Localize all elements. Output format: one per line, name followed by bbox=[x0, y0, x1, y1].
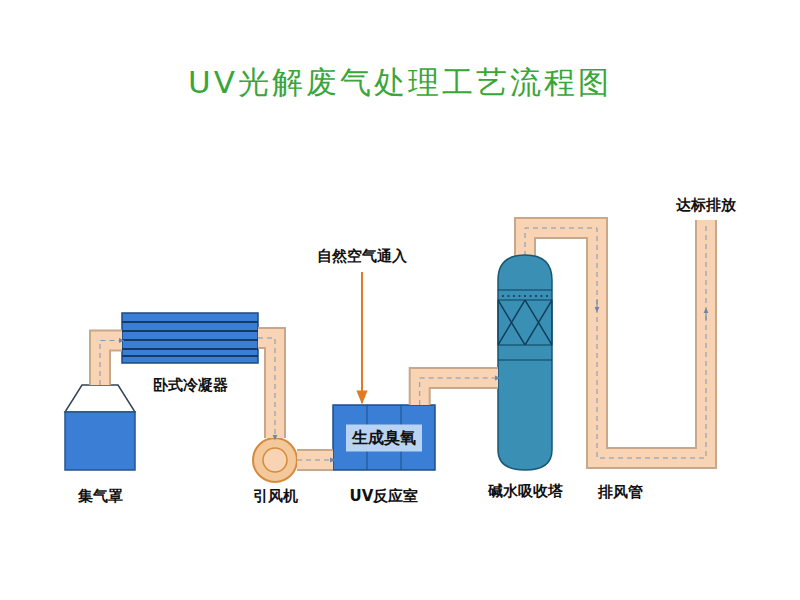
fan-circle: 引风机 bbox=[253, 438, 297, 482]
hood-box: 集气罩 bbox=[65, 385, 135, 470]
condenser-box: 卧式冷凝器 bbox=[122, 313, 258, 363]
annotation-label: 达标排放 bbox=[676, 196, 736, 215]
annotation-label: 自然空气通入 bbox=[317, 247, 407, 266]
duct-connector bbox=[420, 378, 498, 405]
horizontal-condenser bbox=[122, 313, 258, 363]
induced-fan bbox=[253, 438, 297, 482]
collection-hood bbox=[65, 385, 135, 470]
part-name: 卧式冷凝器 bbox=[153, 376, 228, 395]
part-name: 集气罩 bbox=[78, 487, 123, 506]
tower-box: 碱水吸收塔 bbox=[498, 255, 552, 470]
uv-chamber bbox=[333, 405, 435, 470]
duct-connector bbox=[100, 341, 122, 386]
absorption-tower bbox=[498, 255, 552, 470]
part-name: UV反应室 bbox=[350, 487, 419, 506]
part-name: 碱水吸收塔 bbox=[488, 482, 563, 501]
chamber-caption: 生成臭氧 bbox=[346, 424, 422, 451]
duct-connector bbox=[258, 338, 275, 438]
air-inlet-arrow bbox=[361, 272, 363, 403]
duct-connector bbox=[297, 460, 333, 461]
part-name: 引风机 bbox=[253, 487, 298, 506]
annotation-label: 排风管 bbox=[598, 483, 643, 502]
uv-chamber-box: 生成臭氧UV反应室 bbox=[333, 405, 435, 470]
diagram-title: UV光解废气处理工艺流程图 bbox=[0, 62, 800, 104]
